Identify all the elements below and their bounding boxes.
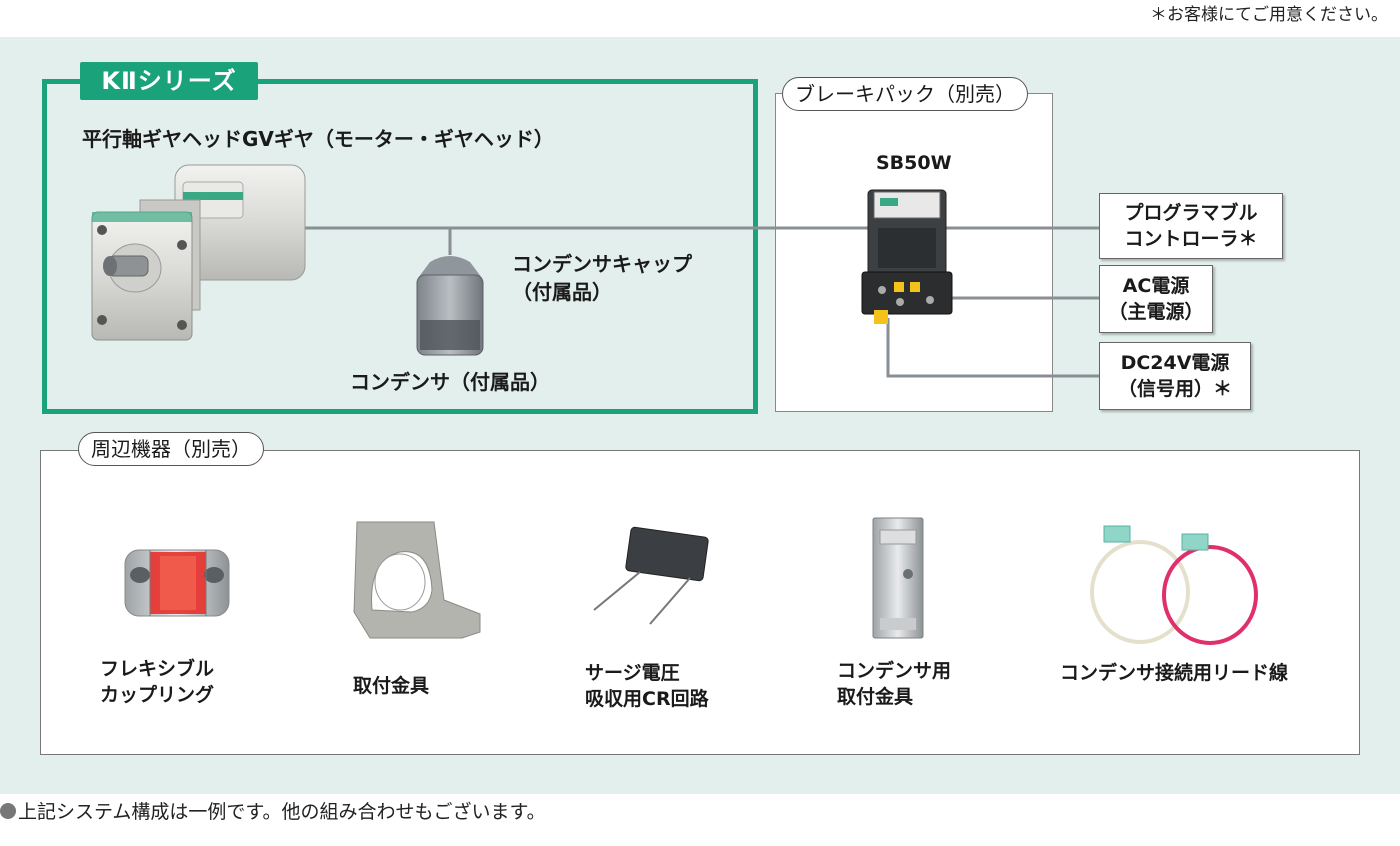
coupling-label-line2: カップリング <box>100 684 215 706</box>
series-tag: KⅡシリーズ <box>80 62 258 100</box>
mounting-bracket-icon <box>353 521 481 639</box>
peripherals-box <box>40 450 1360 755</box>
peripherals-title: 周辺機器（別売） <box>78 432 264 466</box>
gear-motor-icon <box>91 164 306 341</box>
brake-model-label: SB50W <box>876 152 952 174</box>
capacitor-icon <box>416 256 484 356</box>
mounting-bracket-label: 取付金具 <box>353 675 430 697</box>
ac-power-label-line2: （主電源） <box>1108 301 1204 323</box>
brake-pack-icon <box>861 189 953 324</box>
cr-circuit-label-line2: 吸収用CR回路 <box>585 688 709 710</box>
gear-head-label: 平行軸ギヤヘッドGVギヤ（モーター・ギヤヘッド） <box>82 127 554 151</box>
capacitor-cap-label-line2: （付属品） <box>512 280 612 304</box>
cr-circuit-label-line1: サージ電圧 <box>585 662 680 684</box>
lead-wire-label: コンデンサ接続用リード線 <box>1060 662 1289 684</box>
bullet-icon <box>0 803 16 819</box>
ac-power-box: AC電源 （主電源） <box>1099 265 1213 333</box>
plc-box: プログラマブル コントローラ＊ <box>1099 193 1283 259</box>
capacitor-label: コンデンサ（付属品） <box>350 370 550 394</box>
customer-supply-note: ＊お客様にてご用意ください。 <box>1150 5 1388 25</box>
capacitor-bracket-label-line2: 取付金具 <box>837 686 914 708</box>
ac-power-label-line1: AC電源 <box>1122 275 1190 297</box>
capacitor-bracket-icon <box>872 517 924 639</box>
plc-label-line2: コントローラ＊ <box>1124 228 1258 250</box>
coupling-icon <box>124 549 230 617</box>
dc24v-power-label-line2: （信号用）＊ <box>1117 378 1232 400</box>
capacitor-cap-label-line1: コンデンサキャップ <box>512 252 692 276</box>
footer-text: 上記システム構成は一例です。他の組み合わせもございます。 <box>18 801 546 823</box>
plc-label-line1: プログラマブル <box>1124 202 1258 224</box>
lead-wire-icon <box>1090 525 1258 645</box>
connection-lines <box>300 226 1099 378</box>
brake-pack-title: ブレーキパック（別売） <box>782 77 1028 111</box>
cr-circuit-icon <box>593 526 709 625</box>
footer-note: 上記システム構成は一例です。他の組み合わせもございます。 <box>0 797 546 824</box>
dc24v-power-label-line1: DC24V電源 <box>1120 352 1230 374</box>
dc24v-power-box: DC24V電源 （信号用）＊ <box>1099 342 1251 410</box>
capacitor-bracket-label-line1: コンデンサ用 <box>837 660 952 682</box>
coupling-label-line1: フレキシブル <box>100 658 215 680</box>
